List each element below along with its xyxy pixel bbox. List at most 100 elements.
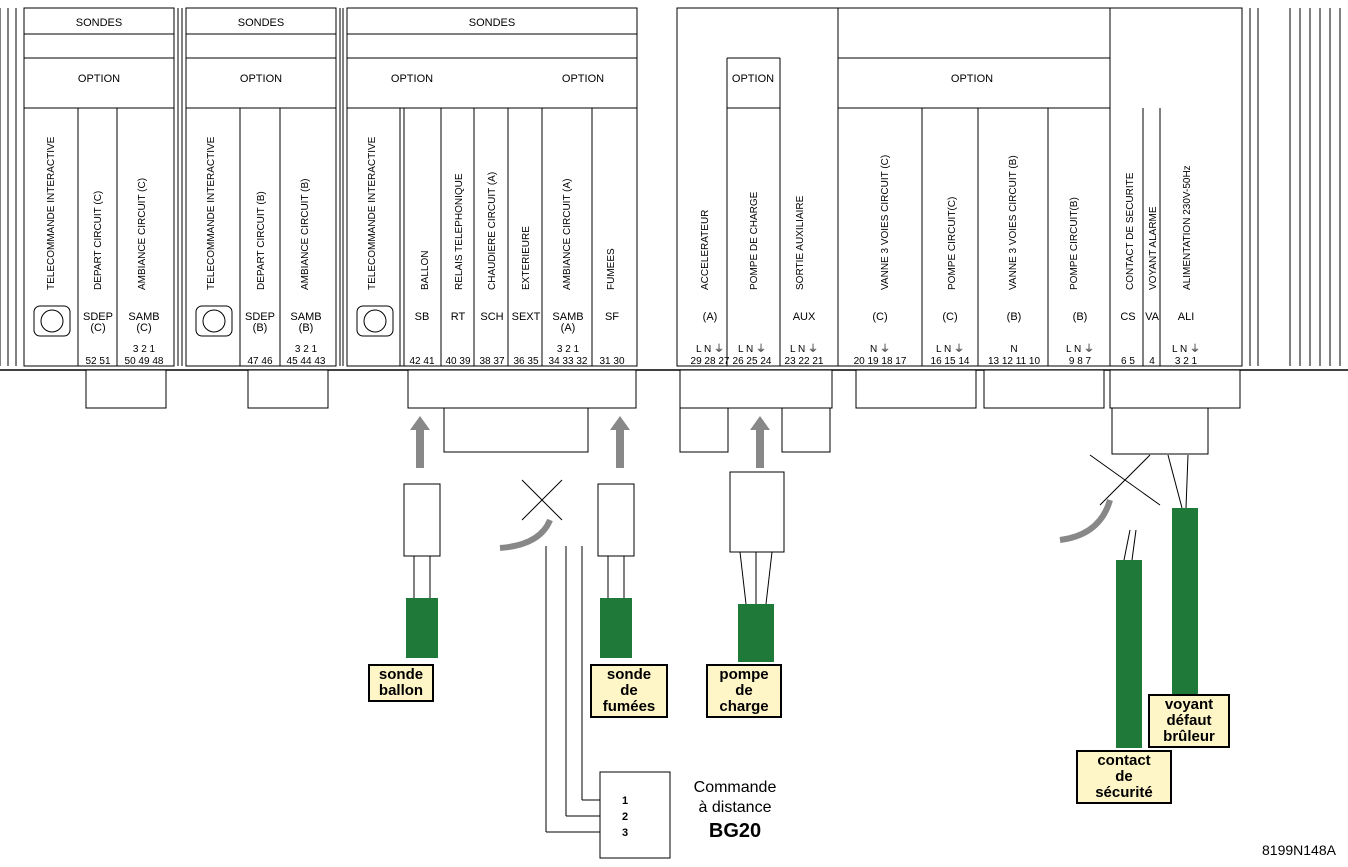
terminal-numbers: 47 46 [247, 356, 272, 367]
callout-voyant: voyant défaut brûleur [1148, 694, 1230, 748]
terminal-numbers: 3 2 1 [133, 344, 156, 355]
terminal-numbers: L N ⏚ [738, 343, 766, 355]
column-label: SORTIE AUXILIAIRE [795, 195, 806, 290]
terminal-numbers: 38 37 [479, 356, 504, 367]
terminal-numbers: 13 12 11 10 [988, 356, 1041, 367]
terminal-numbers: N ⏚ [870, 343, 890, 355]
terminal-symbol: SAMB [128, 311, 159, 323]
column-label: EXTERIEURE [521, 226, 532, 290]
remove-arrows [499, 499, 1113, 551]
remote-line2: à distance [698, 799, 772, 816]
terminal-numbers: 50 49 48 [125, 356, 164, 367]
sondes-header: SONDES [76, 17, 122, 29]
terminal-numbers: 40 39 [445, 356, 470, 367]
column-label: TELECOMMANDE INTERACTIVE [206, 136, 217, 290]
terminal-symbol: (A) [561, 322, 576, 334]
terminal-symbol: AUX [793, 311, 816, 323]
remote-caption: Commande à distance BG20 [676, 778, 794, 844]
terminal-numbers: 45 44 43 [287, 356, 326, 367]
remote-box [599, 771, 671, 859]
column-label: ACCELERATEUR [700, 210, 711, 290]
terminal-numbers: L N ⏚ [1066, 343, 1094, 355]
column-label: VANNE 3 VOIES CIRCUIT (C) [880, 155, 891, 290]
remote-model: BG20 [708, 820, 762, 842]
option-header: OPTION [732, 73, 774, 85]
terminal-numbers: L N ⏚ [790, 343, 818, 355]
column-label: AMBIANCE CIRCUIT (C) [137, 178, 148, 290]
option-header: OPTION [951, 73, 993, 85]
terminal-numbers: N [1010, 344, 1017, 355]
terminal-numbers: 23 22 21 [785, 356, 824, 367]
column-label: POMPE CIRCUIT(B) [1069, 197, 1080, 290]
insert-arrows [410, 416, 770, 468]
column-label: ALIMENTATION 230V-50Hz [1182, 165, 1193, 290]
option-header: OPTION [240, 73, 282, 85]
terminal-symbol: SAMB [290, 311, 321, 323]
option-header: OPTION [391, 73, 433, 85]
remote-pin: 3 [622, 827, 628, 839]
terminal-numbers: 20 19 18 17 [854, 356, 907, 367]
column-label: CHAUDIERE CIRCUIT (A) [487, 172, 498, 290]
column-label: DEPART CIRCUIT (B) [256, 191, 267, 290]
terminal-symbol: (A) [703, 311, 718, 323]
column-label: CONTACT DE SECURITE [1125, 172, 1136, 290]
terminal-numbers: L N ⏚ [936, 343, 964, 355]
terminal-numbers: L N ⏚ [696, 343, 724, 355]
terminal-symbol: SDEP [245, 311, 275, 323]
column-label: POMPE DE CHARGE [749, 191, 760, 290]
terminal-numbers: 29 28 27 [691, 356, 730, 367]
terminal-symbol: (B) [1007, 311, 1022, 323]
terminal-numbers: 31 30 [599, 356, 624, 367]
callout-pompe-charge: pompe de charge [706, 664, 782, 718]
panel-3 [346, 7, 638, 367]
cables [406, 508, 1198, 748]
terminal-symbol: (C) [136, 322, 151, 334]
terminal-symbol: (C) [872, 311, 887, 323]
reference-code: 8199N148A [1262, 842, 1336, 858]
option-header: OPTION [562, 73, 604, 85]
terminal-symbol: RT [451, 311, 466, 323]
sondes-header: SONDES [469, 17, 515, 29]
terminal-numbers: 3 2 1 [557, 344, 580, 355]
terminal-symbol: SB [415, 311, 430, 323]
column-label: BALLON [420, 251, 431, 290]
terminal-symbol: VA [1145, 311, 1160, 323]
terminal-numbers: 16 15 14 [931, 356, 970, 367]
terminal-symbol: ALI [1178, 311, 1195, 323]
terminal-blocks [85, 369, 1241, 455]
terminal-numbers: 42 41 [409, 356, 434, 367]
column-label: VANNE 3 VOIES CIRCUIT (B) [1008, 155, 1019, 290]
terminal-numbers: 26 25 24 [733, 356, 772, 367]
terminal-symbol: SDEP [83, 311, 113, 323]
callout-sonde-ballon: sonde ballon [368, 664, 434, 702]
panel-1 [23, 7, 175, 367]
terminal-symbol: (B) [1073, 311, 1088, 323]
terminal-symbol: SEXT [512, 311, 541, 323]
column-label: AMBIANCE CIRCUIT (B) [300, 179, 311, 291]
terminal-numbers: 6 5 [1121, 356, 1135, 367]
column-label: RELAIS TELEPHONIQUE [454, 173, 465, 290]
terminal-symbol: SF [605, 311, 619, 323]
terminal-numbers: L N ⏚ [1172, 343, 1200, 355]
column-label: POMPE CIRCUIT(C) [947, 197, 958, 290]
terminal-symbol: (B) [253, 322, 268, 334]
din-connector-icon [33, 305, 394, 337]
column-label: VOYANT ALARME [1148, 206, 1159, 290]
callout-contact: contact de sécurité [1076, 750, 1172, 804]
terminal-symbol: (C) [90, 322, 105, 334]
remote-pin: 2 [622, 811, 628, 823]
terminal-numbers: 9 8 7 [1069, 356, 1092, 367]
terminal-symbol: CS [1120, 311, 1135, 323]
plugs [403, 471, 785, 557]
column-label: TELECOMMANDE INTERACTIVE [367, 136, 378, 290]
terminal-numbers: 3 2 1 [1175, 356, 1198, 367]
sondes-header: SONDES [238, 17, 284, 29]
terminal-symbol: SAMB [552, 311, 583, 323]
terminal-numbers: 4 [1149, 356, 1155, 367]
terminal-numbers: 34 33 32 [549, 356, 588, 367]
terminal-numbers: 52 51 [85, 356, 110, 367]
remote-pin: 1 [622, 795, 628, 807]
terminal-numbers: 36 35 [513, 356, 538, 367]
option-header: OPTION [78, 73, 120, 85]
